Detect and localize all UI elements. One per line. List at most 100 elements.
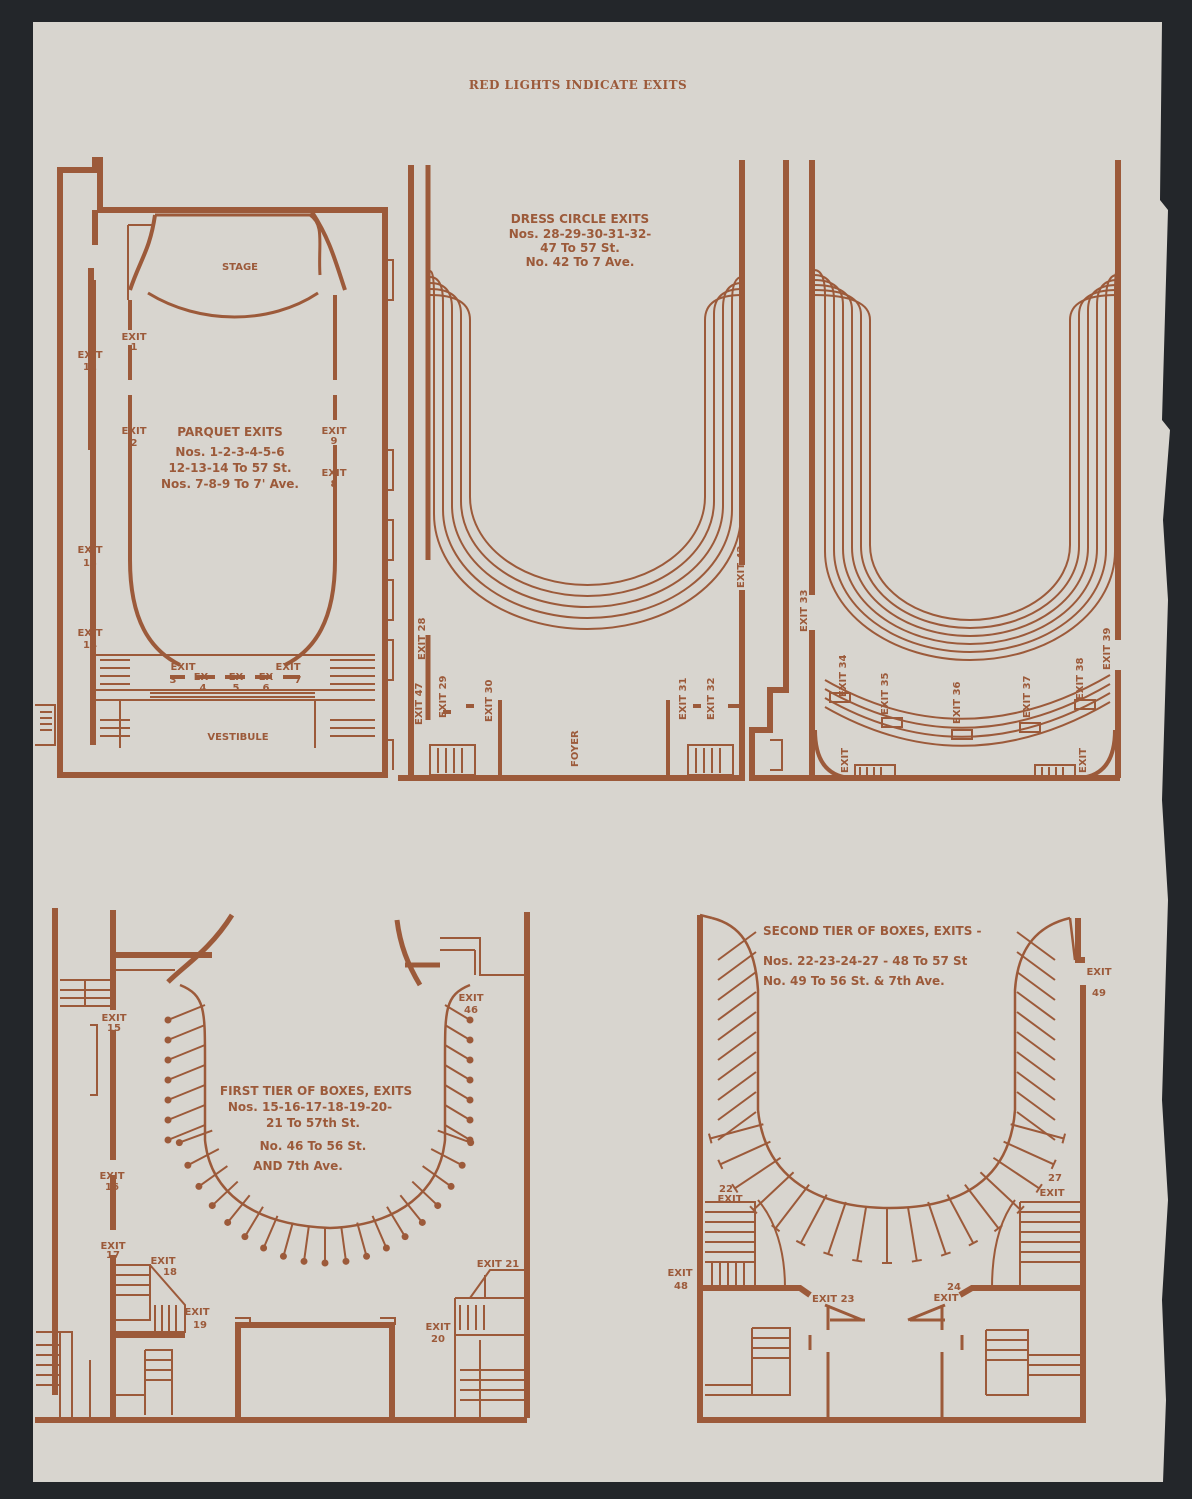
box-partition: [167, 1004, 206, 1021]
box-seat: [164, 1116, 172, 1124]
exit-label: EXIT: [77, 545, 102, 556]
exit-label: 49: [1092, 988, 1106, 999]
exit-label: EXIT 30: [484, 679, 495, 722]
box-partition: [717, 931, 757, 961]
exit-label: EXIT 39: [1102, 627, 1113, 670]
box-partition: [1010, 1123, 1065, 1140]
box-seat: [208, 1202, 216, 1210]
box-partition: [927, 1201, 947, 1255]
box-partition: [717, 971, 757, 1001]
second-tier-title: SECOND TIER OF BOXES, EXITS -: [763, 924, 982, 938]
exit-label: EXIT 32: [706, 677, 717, 720]
box-seat: [434, 1202, 442, 1210]
exit-label: EXIT 36: [952, 681, 963, 724]
box-partition: [774, 1184, 810, 1229]
box-partition: [734, 1156, 782, 1190]
box-partition-end: [968, 1239, 979, 1247]
box-partition: [719, 1140, 771, 1166]
exit-label: EXIT: [121, 426, 146, 437]
exit-label: EXIT: [1086, 967, 1111, 978]
first-tier-line: 21 To 57th St.: [266, 1116, 360, 1130]
seating-row: [429, 276, 743, 619]
box-partition: [717, 1031, 757, 1061]
box-partition: [437, 1129, 471, 1144]
box-seat: [164, 1036, 172, 1044]
seating-row: [824, 674, 1111, 720]
exit-label: 9: [331, 436, 338, 447]
exit-label: 19: [193, 1320, 207, 1331]
box-partition: [167, 1104, 206, 1121]
parquet-exits-line: Nos. 1-2-3-4-5-6: [175, 445, 284, 459]
box-partition: [444, 1124, 471, 1141]
exit-label: 5: [233, 683, 240, 694]
box-partition: [356, 1222, 368, 1257]
box-seat: [164, 1056, 172, 1064]
exit-label: 20: [431, 1334, 445, 1345]
box-partition-end: [731, 1183, 739, 1194]
box-seat: [466, 1056, 474, 1064]
box-seat: [458, 1161, 466, 1169]
second-tier-plan: SECOND TIER OF BOXES, EXITS - Nos. 22-23…: [667, 913, 1112, 1423]
box-partition-end: [795, 1239, 806, 1247]
box-seat: [164, 1076, 172, 1084]
box-seat: [300, 1257, 308, 1265]
box-seat: [241, 1233, 249, 1241]
box-partition: [1016, 931, 1056, 961]
exit-label: EXIT 29: [438, 675, 449, 718]
seating-row: [813, 269, 1118, 661]
box-partition: [827, 1201, 847, 1255]
box-seat: [164, 1096, 172, 1104]
box-seat: [382, 1244, 390, 1252]
exit-label: EXIT 35: [880, 672, 891, 715]
exit-label: EXIT: [321, 468, 346, 479]
exit-label: 4: [200, 683, 207, 694]
box-seat: [466, 1016, 474, 1024]
box-partition: [430, 1148, 463, 1167]
box-partition: [244, 1206, 264, 1238]
exit-label: 15: [107, 1023, 121, 1034]
box-partition: [262, 1215, 279, 1249]
seating-row: [813, 274, 1118, 653]
box-partition: [386, 1206, 406, 1238]
exit-label: EXIT: [667, 1268, 692, 1279]
exit-label: 48: [674, 1281, 688, 1292]
exit-label: EXIT: [170, 662, 195, 673]
exit-label: 13: [83, 558, 97, 569]
box-partition: [799, 1194, 828, 1244]
box-seat: [195, 1182, 203, 1190]
exit-label: 6: [263, 683, 270, 694]
dress-circle-exit-labels: EXIT 28 EXIT 47 EXIT 29 EXIT 30 EXIT 31 …: [414, 545, 747, 725]
box-partition: [717, 991, 757, 1021]
parquet-exits-line: Nos. 7-8-9 To 7' Ave.: [161, 477, 299, 491]
box-partition: [992, 1156, 1040, 1190]
dress-circle-line: 47 To 57 St.: [540, 241, 620, 255]
exit-label: EXIT: [840, 748, 851, 773]
exit-label: EXIT: [1039, 1188, 1064, 1199]
box-seat: [466, 1136, 474, 1144]
seating-row: [429, 288, 743, 597]
exit-label: 17: [106, 1250, 120, 1261]
box-seat: [466, 1116, 474, 1124]
box-partition: [371, 1215, 388, 1249]
box-partition: [906, 1206, 918, 1261]
box-partition: [1016, 951, 1056, 981]
balcony-exit-boxes: [829, 692, 1096, 740]
exit-label: 24: [947, 1282, 961, 1293]
exit-label: EXIT: [184, 1307, 209, 1318]
box-partition: [1016, 1051, 1056, 1081]
box-partition: [1016, 1111, 1056, 1141]
box-seat: [224, 1218, 232, 1226]
exit-label: 3: [170, 675, 177, 686]
exit-label: EXIT: [150, 1256, 175, 1267]
seating-row: [824, 701, 1111, 747]
exit-label: 27: [1048, 1173, 1062, 1184]
box-partition-end: [771, 1224, 781, 1233]
exit-label: 14: [83, 640, 97, 651]
exit-label: EXIT 33: [799, 589, 810, 632]
exit-label: EXIT 31: [678, 677, 689, 720]
box-seat: [418, 1218, 426, 1226]
first-tier-line: Nos. 15-16-17-18-19-20-: [228, 1100, 392, 1114]
box-partition: [1016, 1091, 1056, 1121]
